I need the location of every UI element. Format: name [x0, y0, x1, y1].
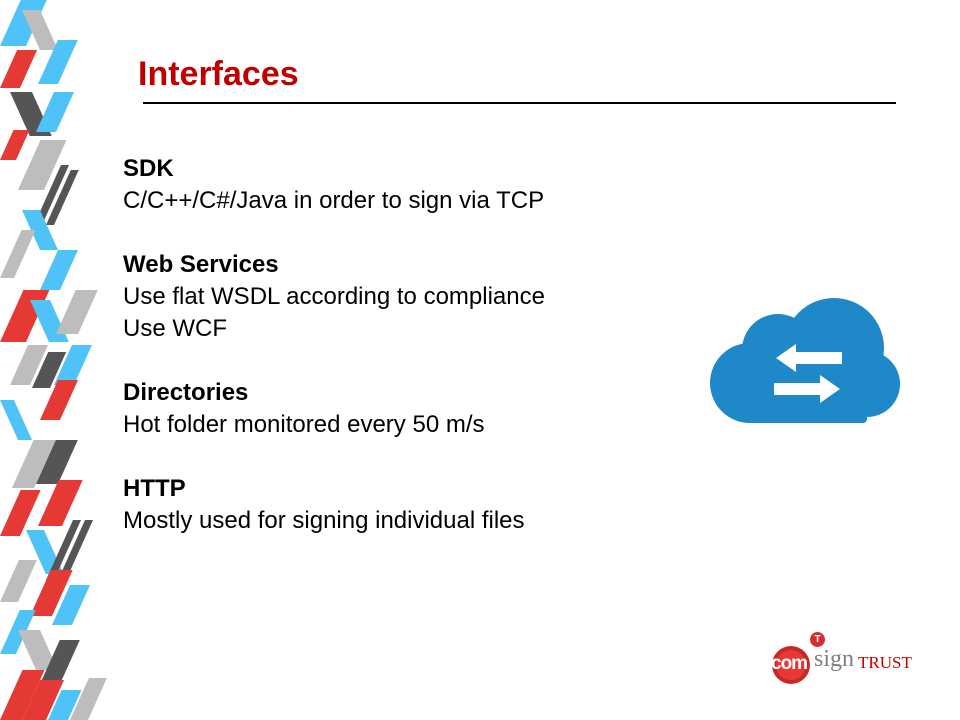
deco-stripe: [38, 40, 78, 84]
deco-stripe: [54, 345, 92, 385]
slide-content: SDK C/C++/C#/Java in order to sign via T…: [123, 153, 683, 569]
deco-stripe: [0, 400, 32, 440]
deco-stripe: [46, 520, 81, 580]
section-heading: Directories: [123, 379, 249, 406]
section-line: C/C++/C#/Java in order to sign via TCP: [123, 187, 545, 214]
deco-stripe: [48, 690, 82, 720]
deco-stripe: [22, 10, 58, 50]
deco-stripe: [10, 345, 48, 385]
deco-stripe: [40, 640, 80, 684]
deco-stripe: [18, 630, 58, 670]
deco-stripe: [12, 440, 56, 488]
deco-stripe: [0, 670, 45, 720]
section-line: Use WCF: [123, 315, 227, 342]
section-heading: SDK: [123, 155, 174, 182]
section-directories: Directories Hot folder monitored every 5…: [123, 377, 683, 441]
section-line: Hot folder monitored every 50 m/s: [123, 411, 485, 438]
deco-stripe: [38, 480, 83, 526]
deco-stripe: [58, 520, 93, 580]
deco-stripe: [70, 678, 107, 720]
deco-stripe: [18, 140, 67, 190]
section-heading: HTTP: [123, 475, 186, 502]
deco-stripe: [22, 210, 58, 250]
deco-stripe: [0, 490, 41, 536]
logo-com-text: com: [771, 653, 808, 674]
deco-stripe: [56, 290, 98, 334]
deco-stripe: [0, 230, 36, 278]
deco-stripe: [34, 165, 69, 225]
section-line: Mostly used for signing individual files: [123, 507, 525, 534]
deco-stripe: [0, 50, 38, 88]
decorative-stripe-pattern: [0, 0, 107, 720]
deco-stripe: [40, 250, 78, 290]
title-underline: [143, 102, 896, 104]
slide-title: Interfaces: [138, 55, 299, 93]
logo-t-badge: T: [810, 632, 825, 647]
section-sdk: SDK C/C++/C#/Java in order to sign via T…: [123, 153, 683, 217]
cloud-sync-icon: [710, 298, 900, 423]
deco-stripe: [0, 130, 30, 160]
deco-stripe: [0, 610, 36, 654]
section-web-services: Web Services Use flat WSDL according to …: [123, 249, 683, 345]
deco-stripe: [30, 570, 73, 616]
deco-stripe: [22, 680, 64, 720]
logo-trust-text: TRUST: [858, 653, 912, 672]
deco-stripe: [40, 380, 78, 420]
comsign-trust-logo: com sign TRUST T: [766, 632, 916, 688]
deco-stripe: [0, 560, 37, 602]
deco-stripe: [32, 352, 67, 388]
deco-stripe: [36, 92, 74, 132]
section-heading: Web Services: [123, 251, 279, 278]
section-line: Use flat WSDL according to compliance: [123, 283, 545, 310]
deco-stripe: [46, 170, 79, 225]
logo-sign-text: sign: [814, 646, 855, 672]
deco-stripe: [36, 440, 78, 484]
deco-stripe: [52, 585, 90, 625]
logo-seal-icon: [772, 646, 810, 684]
section-http: HTTP Mostly used for signing individual …: [123, 473, 683, 537]
